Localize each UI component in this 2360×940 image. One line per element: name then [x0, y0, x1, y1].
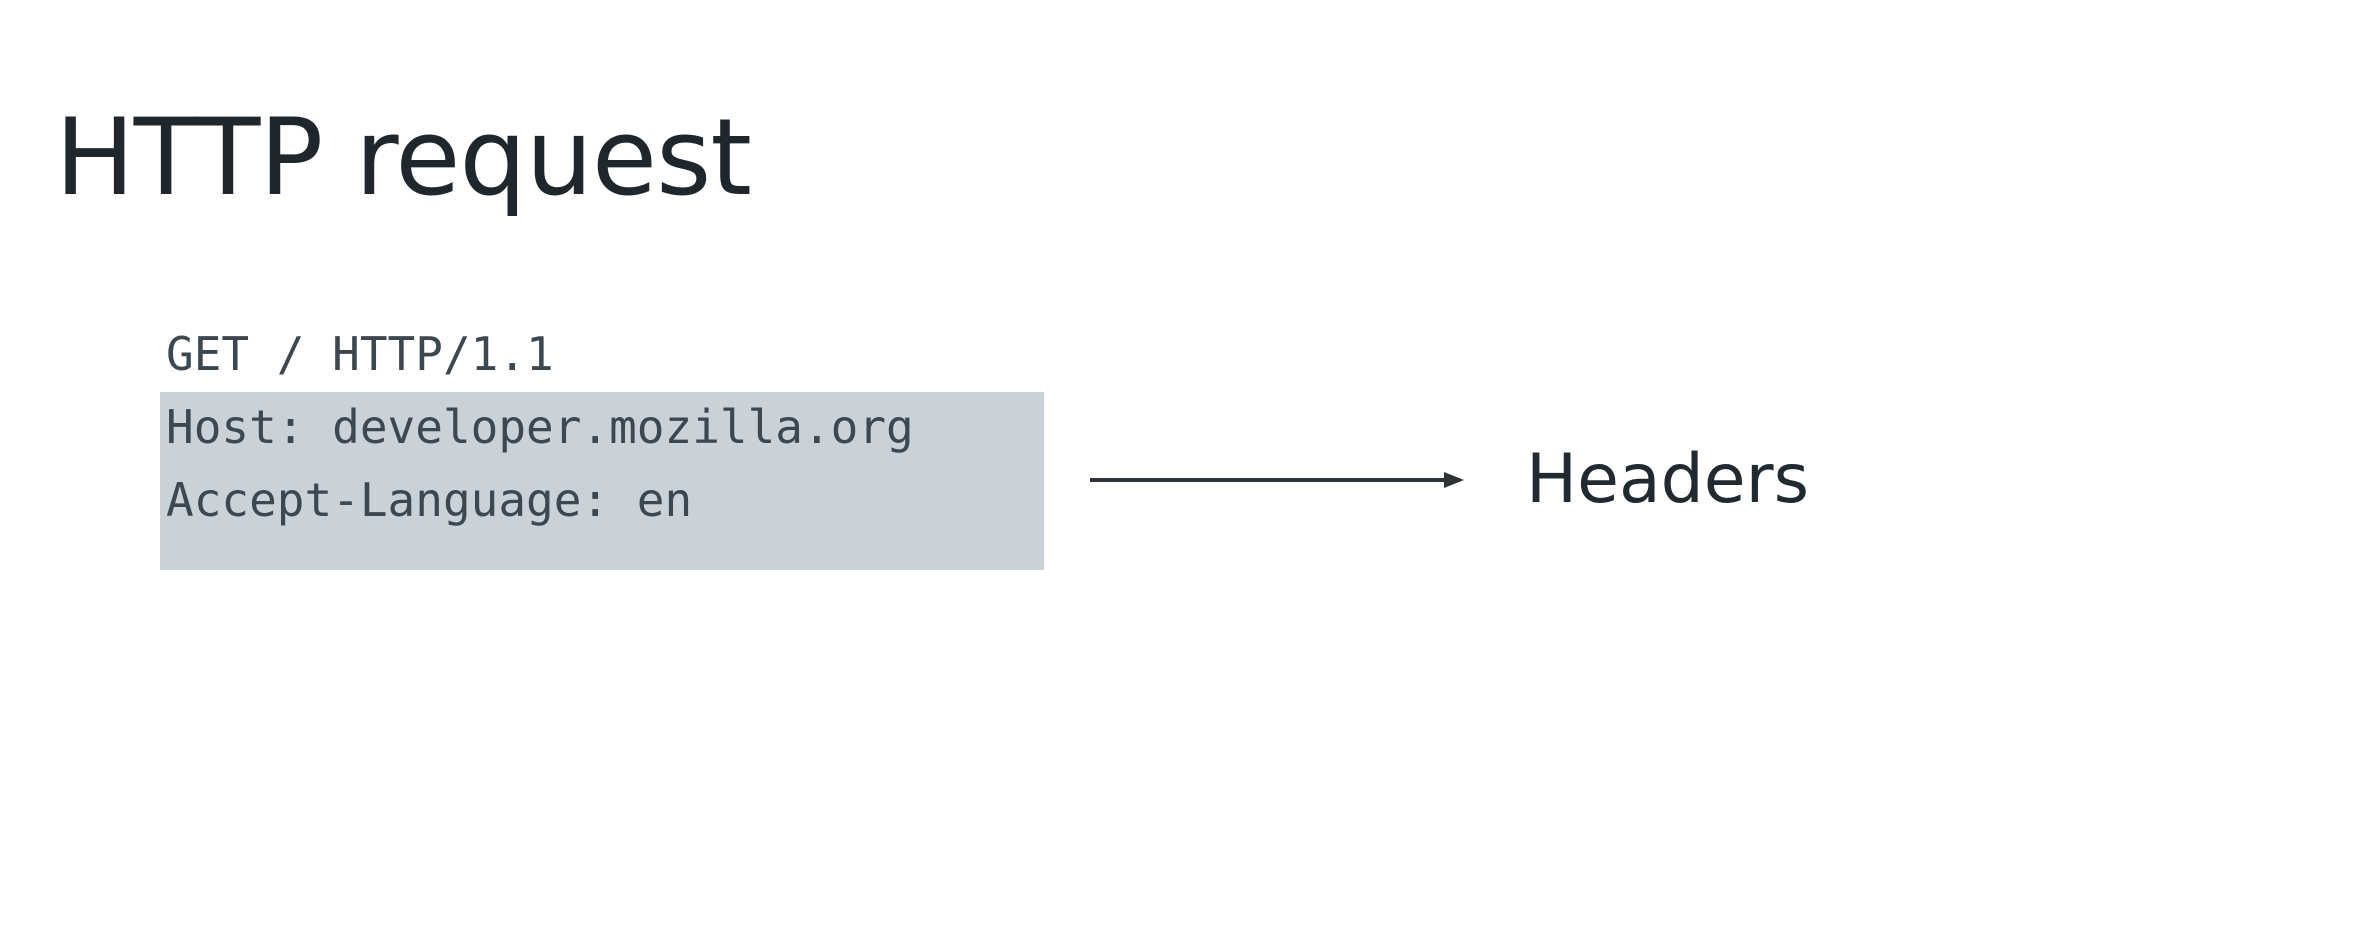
header-line-host: Host: developer.mozilla.org [166, 400, 914, 454]
http-request-code: GET / HTTP/1.1 Host: developer.mozilla.o… [160, 318, 914, 537]
slide-title: HTTP request [55, 96, 752, 219]
request-line: GET / HTTP/1.1 [166, 327, 554, 381]
arrow-icon [1090, 472, 1464, 488]
headers-label: Headers [1526, 440, 1810, 519]
header-line-accept-language: Accept-Language: en [166, 473, 693, 527]
headers-highlight-box [160, 392, 1044, 570]
